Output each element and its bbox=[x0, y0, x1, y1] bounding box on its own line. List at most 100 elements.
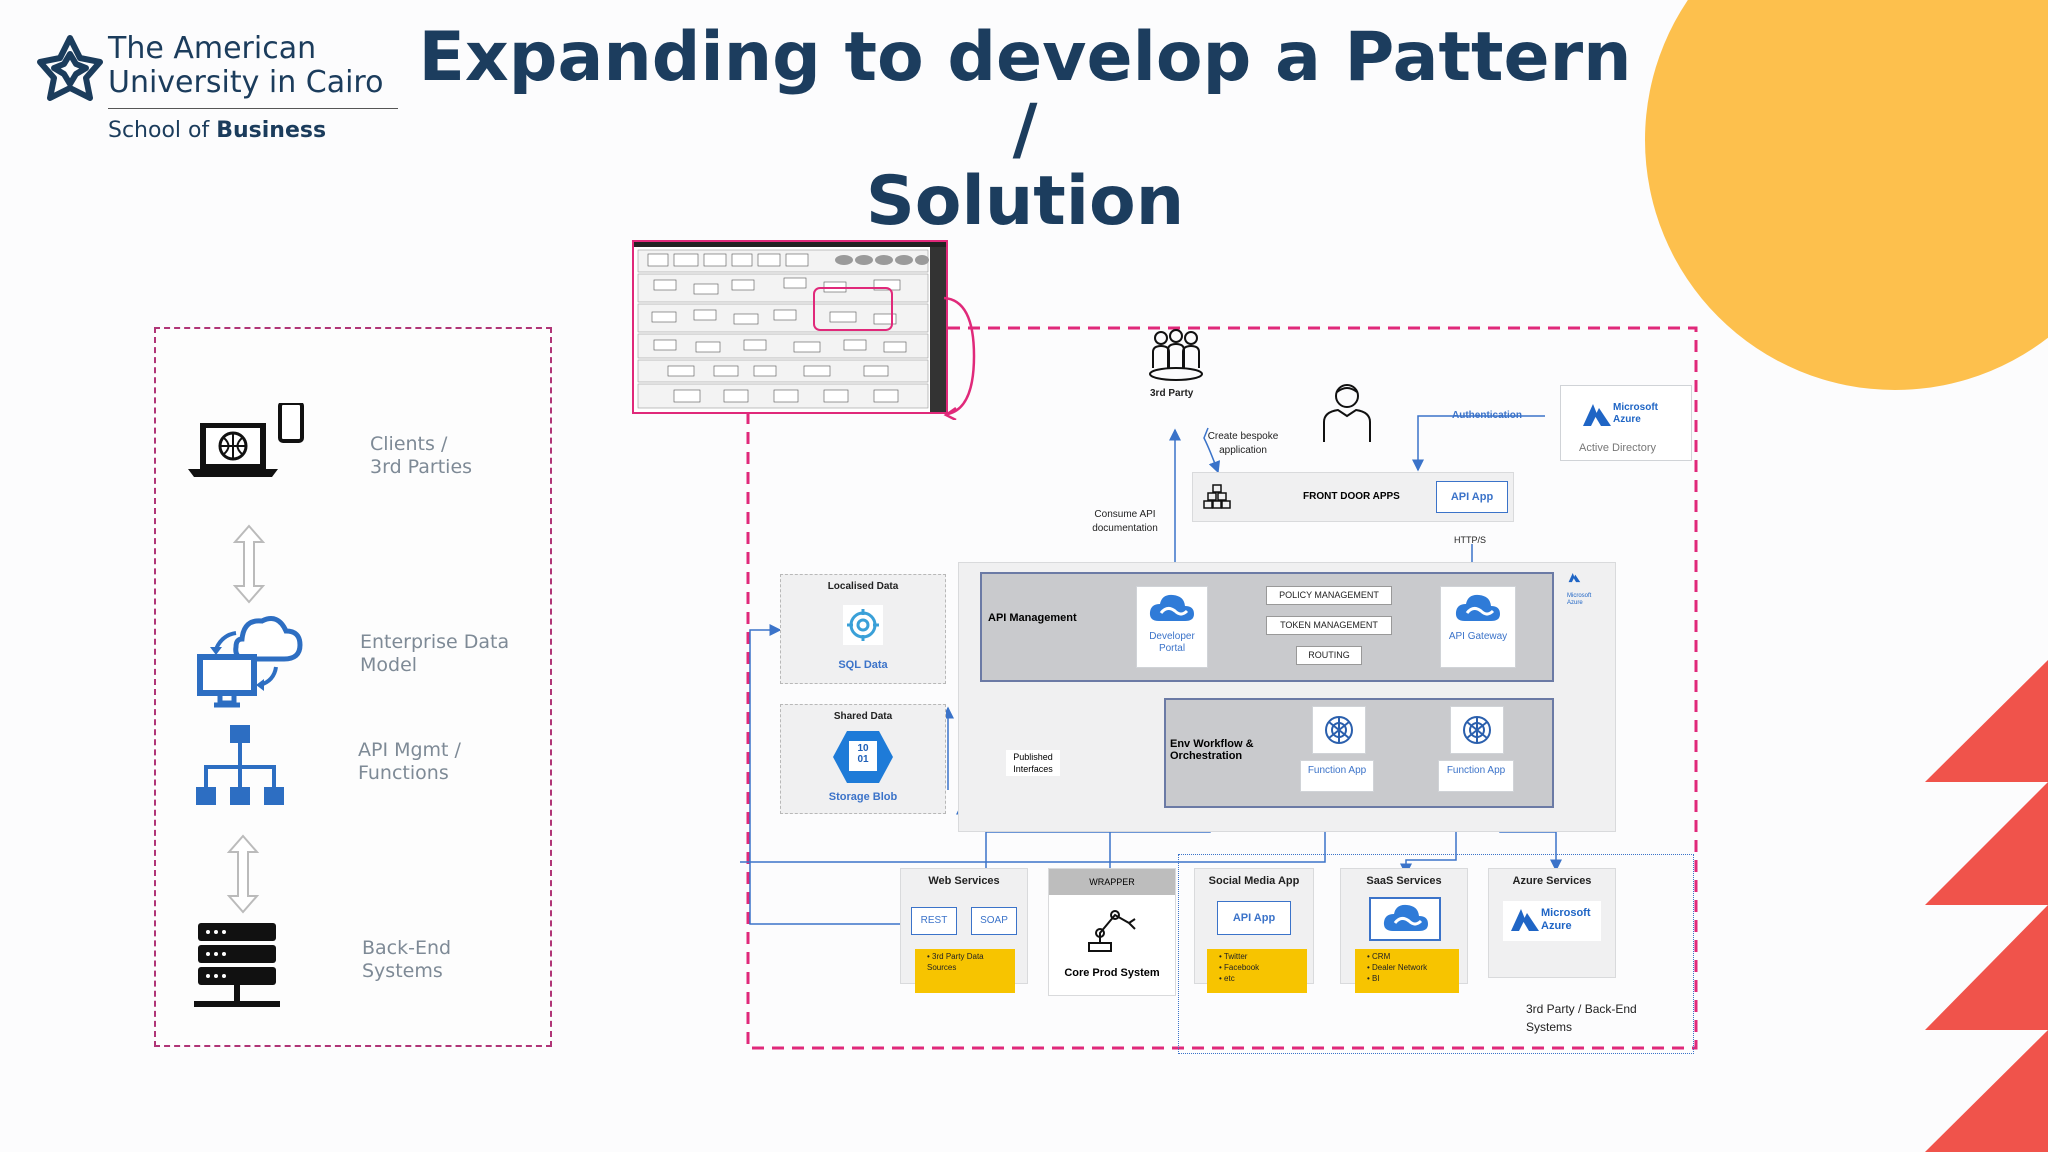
developer-portal-label: Developer Portal bbox=[1149, 631, 1195, 654]
third-party-data-note: • 3rd Party Data Sources bbox=[915, 949, 1015, 993]
storage-blob-icon bbox=[833, 731, 893, 783]
api-management-label: API Management bbox=[988, 612, 1077, 624]
function-app-2[interactable]: Function App bbox=[1438, 760, 1514, 792]
yellow-circle-decoration bbox=[1645, 0, 2048, 390]
building-blocks-icon bbox=[1203, 484, 1231, 509]
azure-badge-text: Microsoft Azure bbox=[1567, 593, 1592, 606]
bidirectional-arrow-icon bbox=[232, 524, 266, 604]
storage-blob-glyph: 10 01 bbox=[857, 743, 869, 765]
create-bespoke-label: Create bespoke application bbox=[1207, 431, 1279, 456]
core-prod-label: Core Prod System bbox=[1064, 967, 1160, 979]
azure-services-logo: Microsoft Azure bbox=[1503, 901, 1601, 941]
azure-logo-text: Microsoft Azure bbox=[1541, 907, 1591, 932]
saas-item-text: BI bbox=[1372, 974, 1380, 983]
sql-data-icon bbox=[843, 605, 883, 645]
side-label-clients-1: Clients / bbox=[370, 433, 448, 455]
conceptual-canvas-thumbnail[interactable] bbox=[632, 240, 948, 414]
social-item: • etc bbox=[1219, 974, 1235, 983]
function-app-icon-1 bbox=[1312, 706, 1366, 754]
side-label-enterprise-2: Model bbox=[360, 654, 418, 676]
api-gateway-box[interactable]: API Gateway bbox=[1440, 586, 1516, 668]
front-door-api-app[interactable]: API App bbox=[1436, 481, 1508, 513]
third-party-data-text: 3rd Party Data Sources bbox=[927, 952, 984, 972]
red-zigzag-decoration bbox=[1925, 660, 2048, 1152]
social-media-box[interactable]: Social Media App API App • Twitter • Fac… bbox=[1194, 868, 1314, 993]
social-item-text: etc bbox=[1224, 974, 1235, 983]
routing-pill[interactable]: ROUTING bbox=[1296, 646, 1362, 665]
side-label-backend: Back-End Systems bbox=[362, 937, 451, 983]
logo-line-1: The American bbox=[108, 31, 317, 66]
title-line-1: Expanding to develop a Pattern / bbox=[418, 18, 1632, 169]
backend-systems-container bbox=[1178, 854, 1694, 1054]
localised-data-box[interactable]: Localised Data SQL Data bbox=[780, 574, 946, 684]
azure-services-box[interactable]: Azure Services Microsoft Azure bbox=[1488, 868, 1616, 978]
saas-item: • Dealer Network bbox=[1367, 963, 1428, 972]
active-directory-label: Active Directory bbox=[1579, 442, 1657, 454]
robot-arm-icon bbox=[1088, 910, 1136, 952]
function-app-1[interactable]: Function App bbox=[1300, 760, 1374, 792]
saas-item-text: CRM bbox=[1372, 952, 1391, 961]
logo-divider bbox=[108, 108, 398, 109]
saas-item: • BI bbox=[1367, 974, 1380, 983]
env-workflow-label: Env Workflow & Orchestration bbox=[1170, 738, 1254, 762]
function-app-label: Function App bbox=[1307, 765, 1367, 776]
env-workflow-box[interactable]: Env Workflow & Orchestration Function Ap… bbox=[1164, 698, 1554, 808]
bidirectional-arrow-icon bbox=[226, 834, 260, 914]
star-emblem-icon bbox=[37, 35, 103, 101]
slide-title: Expanding to develop a Pattern / Solutio… bbox=[400, 22, 1650, 238]
saas-services-label: SaaS Services bbox=[1366, 875, 1442, 887]
logo-school: School of Business bbox=[108, 118, 326, 144]
azure-cloud-icon bbox=[1455, 594, 1500, 621]
front-door-label: FRONT DOOR APPS bbox=[1303, 491, 1400, 502]
user-person-icon bbox=[1323, 384, 1371, 442]
social-media-label: Social Media App bbox=[1208, 875, 1300, 887]
rest-button[interactable]: REST bbox=[911, 907, 957, 935]
logo-school-prefix: School of bbox=[108, 118, 217, 143]
web-services-box[interactable]: Web Services REST SOAP • 3rd Party Data … bbox=[900, 868, 1028, 993]
side-label-backend-2: Systems bbox=[362, 960, 443, 982]
azure-active-directory-box[interactable]: Microsoft Azure Active Directory bbox=[1560, 385, 1692, 461]
server-icon bbox=[194, 923, 280, 1007]
social-item: • Facebook bbox=[1219, 963, 1260, 972]
core-prod-box[interactable]: WRAPPER Core Prod System bbox=[1048, 868, 1176, 996]
backend-systems-label: 3rd Party / Back-End Systems bbox=[1526, 1002, 1637, 1034]
function-app-icon bbox=[1325, 716, 1353, 744]
azure-cloud-icon bbox=[1383, 904, 1428, 931]
saas-services-box[interactable]: SaaS Services • CRM • Dealer Network • B… bbox=[1340, 868, 1468, 993]
side-label-clients-2: 3rd Parties bbox=[370, 456, 473, 478]
front-door-apps-box[interactable]: FRONT DOOR APPS API App bbox=[1192, 472, 1514, 522]
azure-badge: Microsoft Azure bbox=[1567, 573, 1615, 609]
consume-api-label: Consume API documentation bbox=[1092, 509, 1158, 534]
function-app-icon-2 bbox=[1450, 706, 1504, 754]
side-label-api-1: API Mgmt / bbox=[358, 739, 461, 761]
function-app-icon bbox=[1463, 716, 1491, 744]
social-item-text: Twitter bbox=[1223, 952, 1248, 961]
title-line-2: Solution bbox=[865, 162, 1185, 241]
curved-bracket-arrow bbox=[943, 296, 976, 420]
social-items-note: • Twitter • Facebook • etc bbox=[1207, 949, 1307, 993]
side-panel: Clients / 3rd Parties Enterprise Data Mo… bbox=[154, 327, 552, 1047]
social-item-text: Facebook bbox=[1224, 963, 1260, 972]
azure-logo-icon bbox=[1568, 573, 1581, 583]
published-interfaces-label: Published Interfaces bbox=[1006, 750, 1060, 776]
shared-data-box[interactable]: Shared Data 10 01 Storage Blob bbox=[780, 704, 946, 814]
wrapper-header: WRAPPER bbox=[1049, 869, 1175, 895]
cloud-sync-icon bbox=[197, 616, 303, 708]
saas-item-text: Dealer Network bbox=[1372, 963, 1428, 972]
side-label-enterprise-1: Enterprise Data bbox=[360, 631, 510, 653]
azure-logo-text: Microsoft Azure bbox=[1613, 402, 1658, 425]
saas-cloud-box bbox=[1369, 897, 1441, 941]
side-label-api: API Mgmt / Functions bbox=[358, 739, 461, 785]
policy-management-pill[interactable]: POLICY MANAGEMENT bbox=[1266, 586, 1392, 605]
laptop-phone-icon bbox=[188, 403, 304, 477]
token-management-pill[interactable]: TOKEN MANAGEMENT bbox=[1266, 616, 1392, 635]
api-gateway-label: API Gateway bbox=[1448, 631, 1508, 642]
social-api-app[interactable]: API App bbox=[1217, 901, 1291, 935]
university-logo: The American University in Cairo School … bbox=[36, 32, 406, 147]
soap-button[interactable]: SOAP bbox=[971, 907, 1017, 935]
developer-portal-box[interactable]: Developer Portal bbox=[1136, 586, 1208, 668]
https-label: HTTP/S bbox=[1454, 535, 1487, 545]
api-management-box[interactable]: API Management Developer Portal POLICY M… bbox=[980, 572, 1554, 682]
logo-school-bold: Business bbox=[216, 118, 327, 143]
side-label-api-2: Functions bbox=[358, 762, 449, 784]
